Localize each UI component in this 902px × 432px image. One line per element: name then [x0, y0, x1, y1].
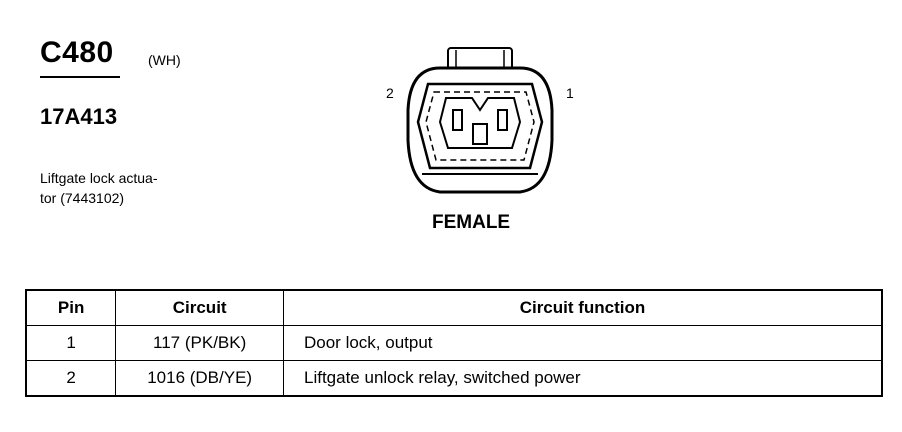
cell-circuit: 1016 (DB/YE): [115, 360, 284, 397]
cell-pin: 2: [25, 360, 117, 397]
pin-1-cavity: [497, 109, 508, 131]
cell-function: Liftgate unlock relay, switched power: [283, 360, 883, 397]
connector-seal: [425, 91, 535, 161]
cell-circuit: 117 (PK/BK): [115, 325, 284, 361]
cell-pin: 1: [25, 325, 117, 361]
pin-label-2: 2: [386, 85, 394, 101]
pin-table: Pin Circuit Circuit function 1 117 (PK/B…: [25, 289, 883, 397]
connector-face-diagram: [406, 47, 554, 194]
pin-label-1: 1: [566, 85, 574, 101]
table-row: 2 1016 (DB/YE) Liftgate unlock relay, sw…: [25, 360, 883, 397]
table-row: 1 117 (PK/BK) Door lock, output: [25, 325, 883, 361]
header-circuit-function: Circuit function: [283, 289, 883, 326]
connector-key-cavity: [438, 97, 522, 149]
connector-color: (WH): [148, 52, 181, 68]
description-line-2: tor (7443102): [40, 190, 125, 206]
table-header-row: Pin Circuit Circuit function: [25, 289, 883, 326]
gender-label: FEMALE: [432, 212, 511, 233]
header-pin: Pin: [25, 289, 117, 326]
cell-function: Door lock, output: [283, 325, 883, 361]
description-line-1: Liftgate lock actua-: [40, 170, 158, 186]
connector-id-underline: [40, 76, 120, 78]
header-circuit: Circuit: [115, 289, 284, 326]
pin-2-cavity: [452, 109, 463, 131]
connector-face-outline: [416, 82, 544, 170]
center-cavity: [472, 123, 488, 145]
connector-id: C480: [40, 36, 114, 69]
connector-description: Liftgate lock actua- tor (7443102): [40, 168, 200, 208]
part-number: 17A413: [40, 104, 118, 129]
